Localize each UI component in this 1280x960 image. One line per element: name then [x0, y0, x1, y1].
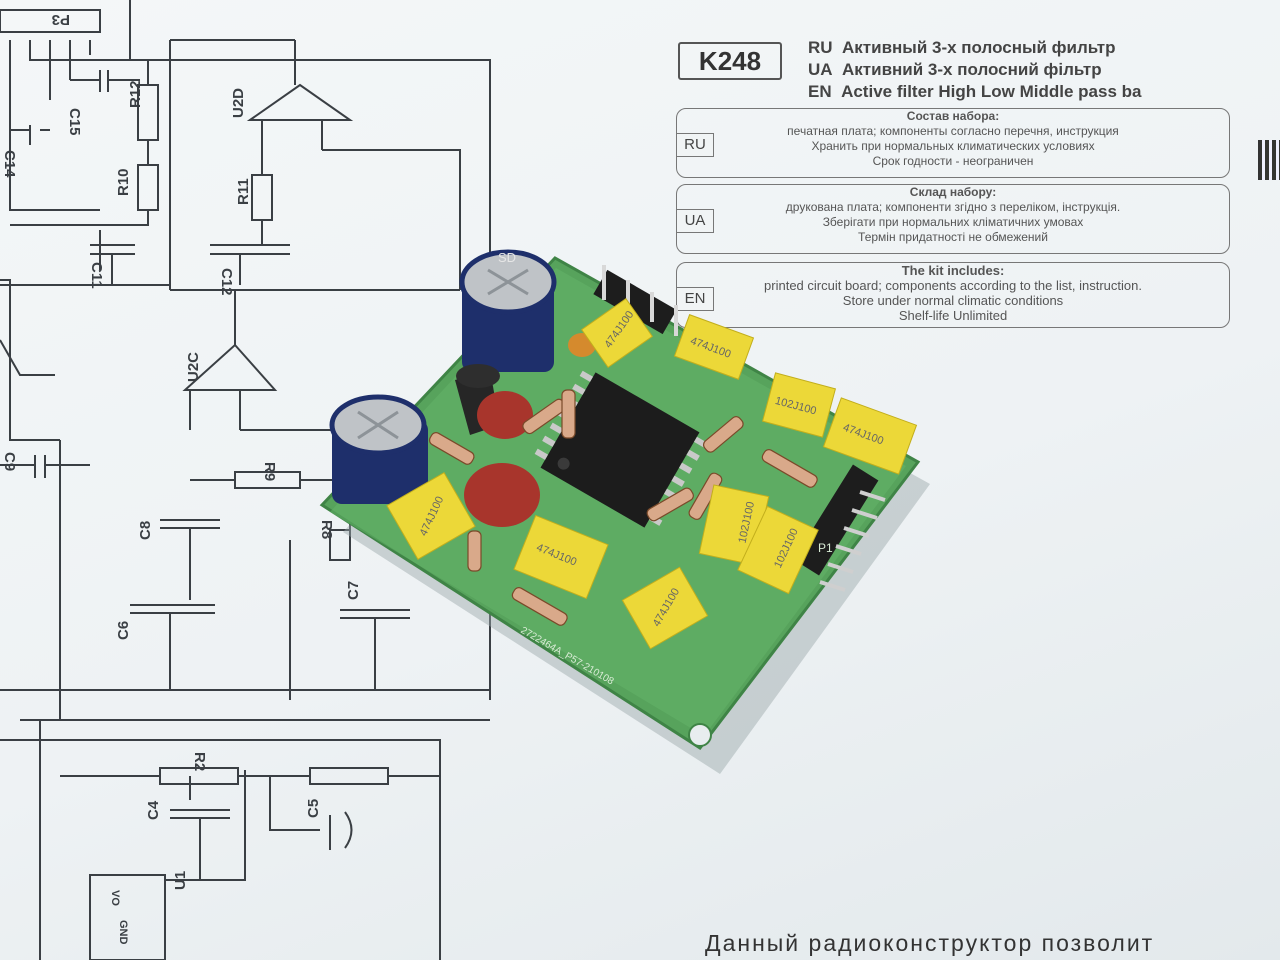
lang-badge-en: EN: [676, 287, 714, 311]
film-capacitor: 474J100: [386, 471, 476, 561]
resistor: [646, 487, 694, 522]
label-r12: R12: [127, 80, 144, 108]
label-c12: C12: [218, 268, 235, 296]
kit-header-ru: Состав набора:: [906, 109, 1000, 123]
kit-line: Store under normal climatic conditions: [842, 293, 1064, 308]
resistor: [511, 587, 568, 626]
resistor: [561, 389, 576, 439]
label-u1: U1: [172, 871, 189, 890]
label-p3: P3: [52, 11, 70, 28]
film-capacitor: 474J100: [513, 514, 609, 600]
pin-header-top: [593, 265, 678, 336]
bottom-text: Данный радиоконструктор позволит: [705, 930, 1155, 956]
kit-section-en: EN The kit includes: printed circuit boa…: [676, 262, 1230, 328]
label-r8: R8: [318, 520, 335, 539]
kit-header-ua: Склад набору:: [909, 185, 997, 199]
kit-line: печатная плата; компоненты согласно пере…: [787, 124, 1119, 138]
film-capacitor: 474J100: [580, 297, 654, 369]
connector-p3: [0, 9, 101, 33]
resistor: [467, 530, 482, 572]
label-c6: C6: [115, 621, 132, 640]
electrolytic-capacitor-large: SD: [459, 249, 557, 372]
p1-label: P1: [818, 541, 833, 555]
resistor: [761, 449, 818, 488]
film-capacitor: 102J100: [761, 372, 837, 438]
kit-line: printed circuit board; components accord…: [764, 278, 1142, 293]
label-vo: VO: [109, 890, 121, 906]
lang-badge-ua: UA: [676, 209, 714, 233]
ceramic-capacitor: [477, 391, 533, 439]
film-capacitor: 102J100: [737, 505, 819, 595]
kit-line: Shelf-life Unlimited: [898, 308, 1008, 323]
electrolytic-capacitor-small: [329, 394, 428, 504]
label-c5: C5: [305, 799, 322, 818]
kit-line: друкована плата; компоненти згідно з пер…: [785, 200, 1121, 214]
resistor: [428, 432, 475, 465]
kit-line: Хранить при нормальных климатических усл…: [811, 139, 1095, 153]
mounting-hole: [688, 723, 712, 747]
label-c8: C8: [137, 521, 154, 540]
kit-section-ua: UA Склад набору: друкована плата; компон…: [676, 184, 1230, 254]
resistor: [702, 416, 744, 453]
label-u2d: U2D: [230, 88, 247, 118]
title-ua: UA Активний 3-х полосний фільтр: [808, 60, 1102, 79]
pin-header-p1: P1: [793, 464, 886, 592]
film-capacitor: 102J100: [698, 484, 770, 566]
film-capacitor: 474J100: [673, 314, 755, 380]
ceramic-capacitor: [464, 463, 540, 527]
kit-header-en: The kit includes:: [901, 263, 1005, 278]
kit-line: Термін придатності не обмежений: [858, 230, 1048, 244]
kit-line: Срок годности - неограничен: [872, 154, 1034, 168]
kit-section-ru: RU Состав набора: печатная плата; компон…: [676, 108, 1230, 178]
title-ru: RU Активный 3-х полосный фильтр: [808, 38, 1116, 57]
film-capacitor: 474J100: [822, 397, 918, 475]
label-c15: C15: [66, 108, 83, 136]
film-capacitor: 474J100: [621, 566, 709, 650]
label-c14: C14: [1, 150, 18, 178]
label-r9: R9: [261, 462, 278, 481]
label-c4: C4: [145, 800, 162, 820]
elcap-mark: SD: [498, 250, 516, 265]
label-r11: R11: [235, 178, 252, 205]
label-r10: R10: [115, 168, 132, 196]
qr-code-fragment: [1258, 140, 1280, 180]
label-r2: R2: [191, 752, 208, 771]
lang-badge-ru: RU: [676, 133, 714, 157]
label-u2c: U2C: [185, 352, 202, 382]
label-c11: C11: [88, 262, 105, 289]
title-en: EN Active filter High Low Middle pass ba: [808, 82, 1142, 101]
kit-line: Зберігати при нормальних кліматичних умо…: [822, 215, 1084, 229]
kit-code: K248: [678, 42, 782, 80]
label-gnd: GND: [117, 920, 129, 945]
label-c9: C9: [1, 452, 18, 471]
label-c7: C7: [345, 581, 362, 600]
